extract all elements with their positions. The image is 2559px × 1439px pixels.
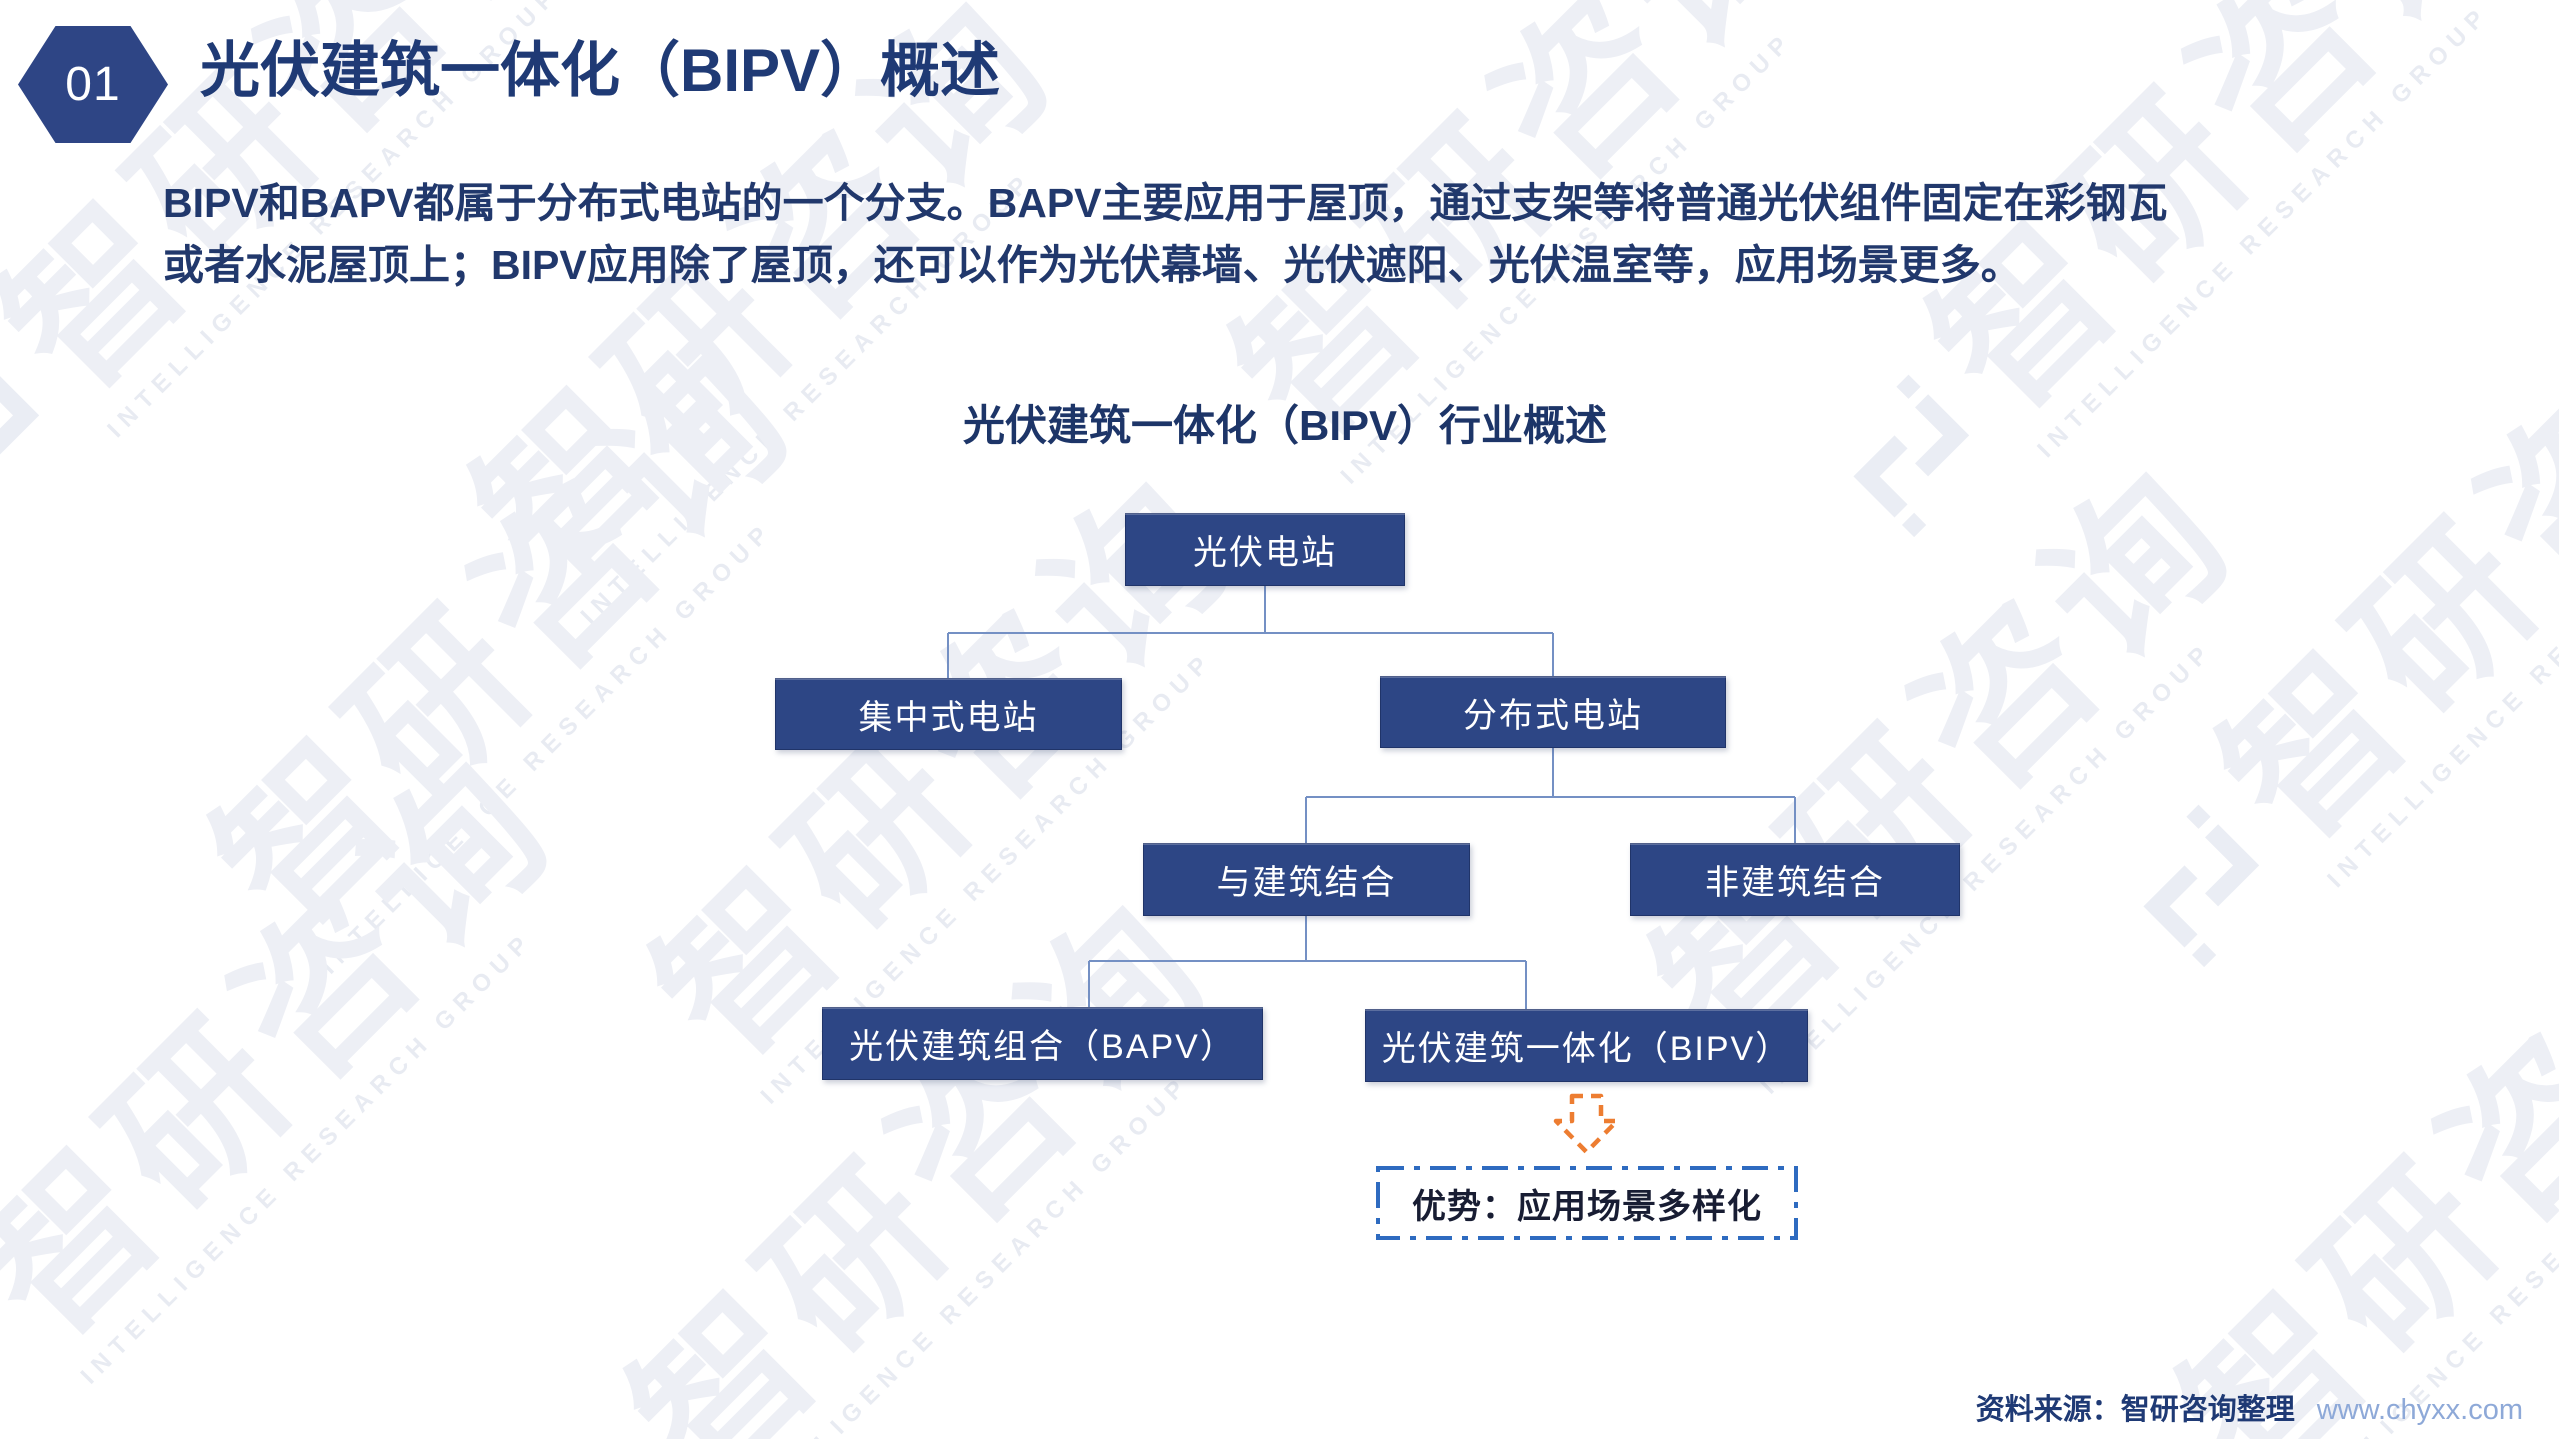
down-arrow-icon: [1553, 1093, 1620, 1155]
intro-line: BIPV和BAPV都属于分布式电站的一个分支。BAPV主要应用于屋顶，通过支架等…: [163, 180, 2168, 226]
advantage-box: 优势：应用场景多样化: [1412, 1187, 1762, 1226]
node-bipv: 光伏建筑一体化（BIPV）: [1365, 1009, 1808, 1082]
section-badge: 01: [18, 26, 168, 143]
node-bapv: 光伏建筑组合（BAPV）: [822, 1007, 1263, 1080]
diagram-title: 光伏建筑一体化（BIPV）行业概述: [962, 402, 1608, 449]
site-link[interactable]: www.chyxx.com: [2316, 1394, 2523, 1426]
zhiyan-logo-icon: [518, 1432, 708, 1439]
zhiyan-logo-icon: [2068, 1432, 2258, 1439]
zhiyan-logo-icon: [2108, 792, 2298, 982]
intro-line: 或者水泥屋顶上；BIPV应用除了屋顶，还可以作为光伏幕墙、光伏遮阳、光伏温室等，…: [163, 242, 2022, 288]
page-title: 光伏建筑一体化（BIPV）概述: [200, 37, 1001, 104]
footer: 资料来源：智研咨询整理 www.chyxx.com: [1976, 1386, 2523, 1428]
node-building-combined: 与建筑结合: [1143, 843, 1470, 916]
node-pv-station: 光伏电站: [1125, 513, 1405, 586]
node-non-building: 非建筑结合: [1630, 843, 1960, 916]
node-centralized-station: 集中式电站: [775, 678, 1122, 750]
section-number: 01: [65, 58, 121, 111]
source-label: 资料来源：智研咨询整理: [1975, 1394, 2295, 1426]
intro-paragraph: BIPV和BAPV都属于分布式电站的一个分支。BAPV主要应用于屋顶，通过支架等…: [163, 172, 2283, 296]
connector-level3: [1088, 916, 1527, 1009]
connector-level1: [947, 586, 1554, 678]
zhiyan-logo-icon: [0, 342, 78, 532]
zhiyan-logo-icon: [1818, 362, 2008, 552]
connector-level2: [1305, 748, 1796, 843]
node-distributed-station: 分布式电站: [1380, 676, 1726, 748]
